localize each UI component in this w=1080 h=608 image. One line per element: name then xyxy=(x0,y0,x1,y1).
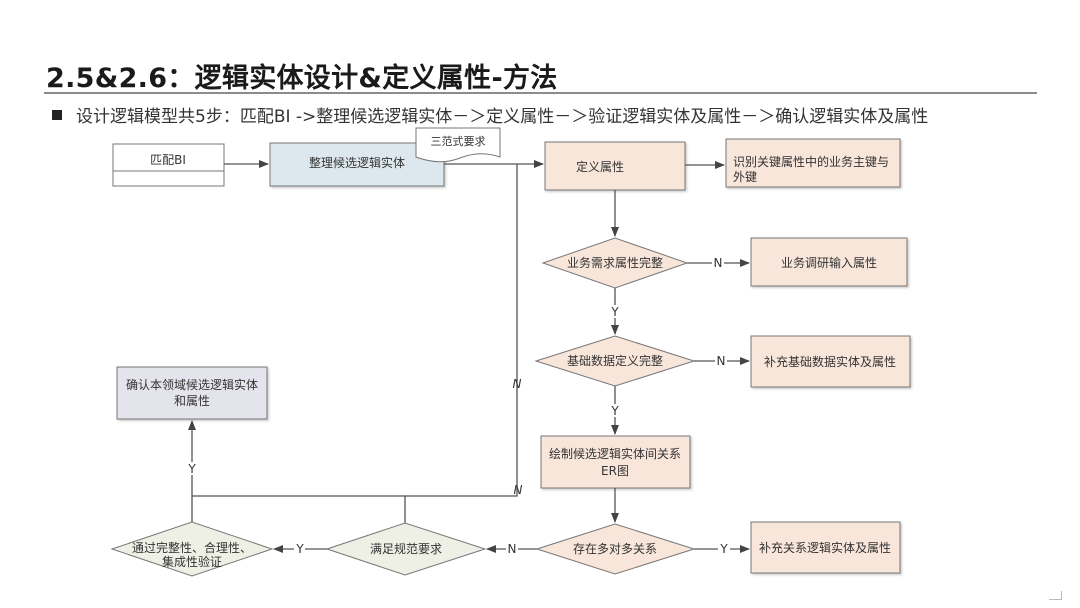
label-no: N xyxy=(508,542,517,556)
label-no: N xyxy=(514,483,523,497)
svg-text:满足规范要求: 满足规范要求 xyxy=(370,541,442,556)
svg-text:匹配BI: 匹配BI xyxy=(150,153,186,167)
label-no: N xyxy=(717,354,726,368)
bullet-text: 设计逻辑模型共5步：匹配BI ->整理候选逻辑实体－＞定义属性－＞验证逻辑实体及… xyxy=(76,107,929,127)
svg-text:外键: 外键 xyxy=(733,170,757,184)
label-yes: Y xyxy=(295,542,304,556)
decision-pass-validation: 通过完整性、合理性、 集成性验证 xyxy=(110,521,274,577)
svg-text:识别关键属性中的业务主键与: 识别关键属性中的业务主键与 xyxy=(733,154,889,169)
decision-base-data-complete: 基础数据定义完整 xyxy=(534,335,696,387)
svg-text:整理候选逻辑实体: 整理候选逻辑实体 xyxy=(309,155,405,170)
label-yes: Y xyxy=(610,305,619,319)
svg-text:补充基础数据实体及属性: 补充基础数据实体及属性 xyxy=(764,354,896,369)
node-define-attributes: 定义属性 xyxy=(544,141,686,191)
bullet-item: 设计逻辑模型共5步：匹配BI ->整理候选逻辑实体－＞定义属性－＞验证逻辑实体及… xyxy=(52,102,928,127)
svg-text:定义属性: 定义属性 xyxy=(576,159,624,174)
decision-meets-spec: 满足规范要求 xyxy=(325,522,487,576)
node-confirm-entities: 确认本领域候选逻辑实体 和属性 xyxy=(116,366,268,420)
label-no: N xyxy=(714,256,723,270)
edges xyxy=(188,160,750,553)
title-divider xyxy=(44,92,1037,94)
svg-text:绘制候选逻辑实体间关系: 绘制候选逻辑实体间关系 xyxy=(549,446,681,461)
node-draw-er: 绘制候选逻辑实体间关系 ER图 xyxy=(540,435,691,489)
node-identify-keys: 识别关键属性中的业务主键与 外键 xyxy=(725,138,901,188)
decision-many-to-many: 存在多对多关系 xyxy=(535,523,696,575)
svg-text:和属性: 和属性 xyxy=(174,394,210,408)
svg-text:业务调研输入属性: 业务调研输入属性 xyxy=(781,255,877,270)
svg-text:存在多对多关系: 存在多对多关系 xyxy=(573,542,657,556)
decision-business-complete: 业务需求属性完整 xyxy=(541,237,689,289)
svg-text:补充关系逻辑实体及属性: 补充关系逻辑实体及属性 xyxy=(759,540,891,555)
note-third-normal-form: 三范式要求 xyxy=(415,127,501,163)
node-organize-candidates: 整理候选逻辑实体 xyxy=(269,142,445,187)
node-match-bi: 匹配BI xyxy=(112,143,225,187)
svg-text:通过完整性、合理性、: 通过完整性、合理性、 xyxy=(132,540,252,555)
edge-labels: N Y N Y Y N Y N N Y xyxy=(187,256,728,556)
svg-text:确认本领域候选逻辑实体: 确认本领域候选逻辑实体 xyxy=(126,377,258,392)
label-yes: Y xyxy=(187,462,196,476)
svg-text:集成性验证: 集成性验证 xyxy=(162,554,222,569)
svg-text:三范式要求: 三范式要求 xyxy=(431,134,486,148)
label-yes: Y xyxy=(610,404,619,418)
corner-mark xyxy=(1049,591,1062,600)
bullet-square-icon xyxy=(52,109,62,120)
svg-text:ER图: ER图 xyxy=(601,464,629,478)
node-relation-supplement: 补充关系逻辑实体及属性 xyxy=(750,521,901,574)
svg-text:业务需求属性完整: 业务需求属性完整 xyxy=(567,255,663,270)
label-yes: Y xyxy=(719,542,728,556)
node-base-data-supplement: 补充基础数据实体及属性 xyxy=(750,335,911,388)
svg-text:基础数据定义完整: 基础数据定义完整 xyxy=(567,353,663,368)
label-no: N xyxy=(513,377,522,391)
node-business-research: 业务调研输入属性 xyxy=(750,237,908,287)
edge-spec-no-loop xyxy=(404,164,518,523)
slide-title: 2.5&2.6：逻辑实体设计&定义属性-方法 xyxy=(46,63,558,94)
